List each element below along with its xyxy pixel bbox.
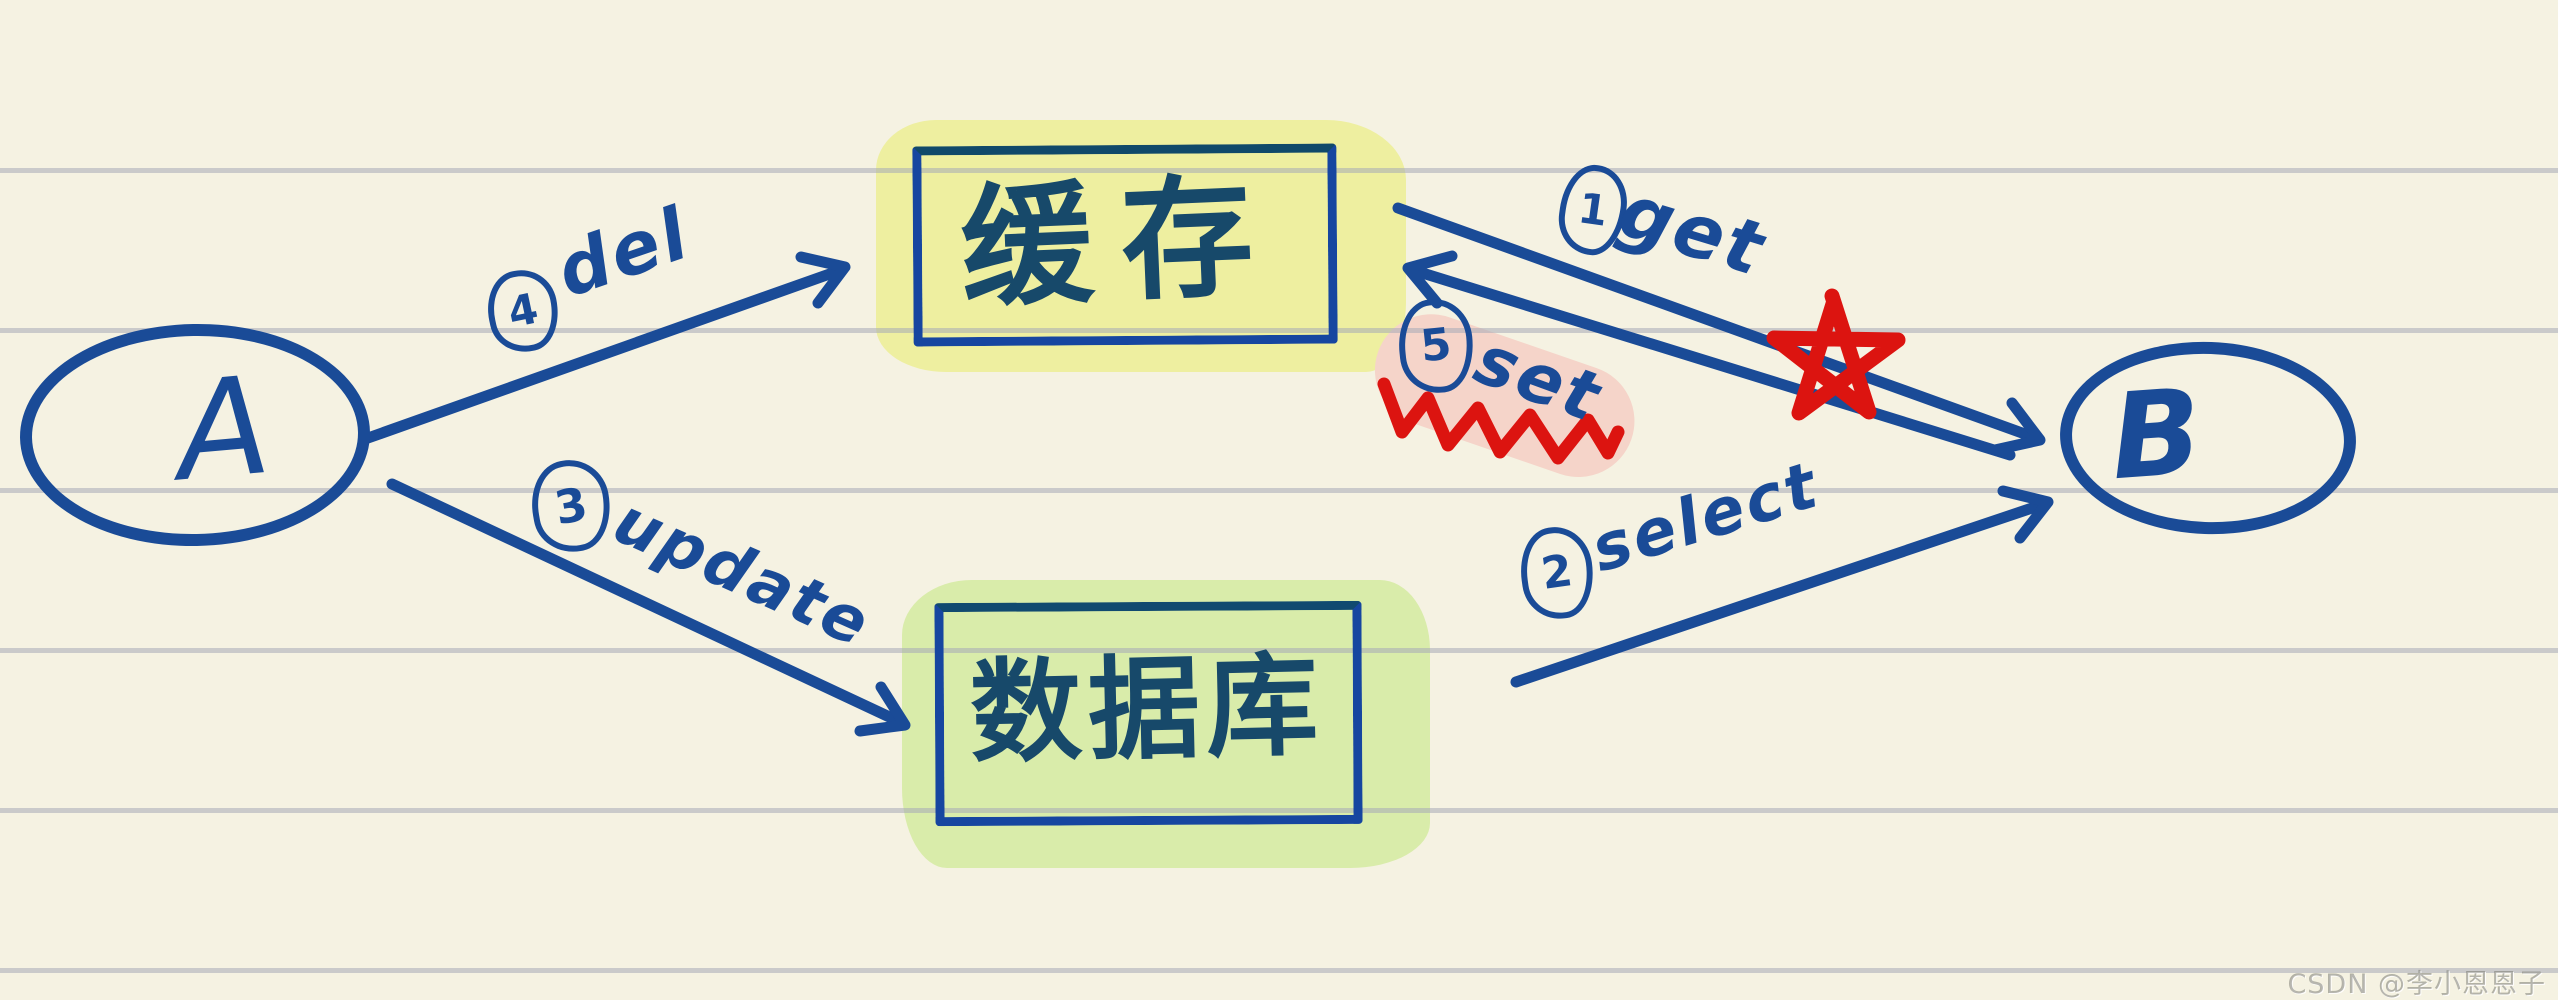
set-number: 5 — [1418, 318, 1454, 373]
del-number: 4 — [503, 283, 543, 338]
cache-box: 缓存 — [912, 143, 1338, 347]
cache-label: 缓存 — [957, 159, 1285, 327]
node-a-label: A — [170, 346, 276, 511]
set-arrow-shaft — [1410, 265, 2016, 461]
select-arrowhead — [1997, 485, 2054, 544]
get-arrowhead — [1989, 397, 2046, 456]
red-star-crossout — [1766, 288, 1906, 421]
update-arrowhead — [854, 681, 911, 737]
node-b-label: B — [2106, 362, 2206, 507]
set-arrowhead — [1402, 250, 1458, 309]
select-arrow-shaft — [1510, 498, 2050, 688]
database-label: 数据库 — [968, 640, 1325, 779]
database-box: 数据库 — [934, 600, 1363, 827]
del-arrowhead — [795, 251, 851, 309]
get-arrow-shaft — [1392, 202, 2042, 444]
select-number: 2 — [1538, 545, 1576, 600]
csdn-watermark: CSDN @李小恩恩子 — [2287, 969, 2546, 1000]
ruled-line — [0, 968, 2558, 973]
ruled-line — [0, 328, 2558, 333]
del-arrow-shaft — [362, 265, 844, 444]
ruled-line — [0, 648, 2558, 653]
update-arrow-shaft — [386, 478, 904, 727]
red-squiggle-underline — [1377, 377, 1625, 465]
database-highlight-green — [902, 580, 1430, 868]
get-number: 1 — [1575, 183, 1611, 236]
update-number: 3 — [550, 476, 592, 536]
ruled-line — [0, 488, 2558, 493]
ruled-line — [0, 808, 2558, 813]
ruled-line — [0, 168, 2558, 173]
